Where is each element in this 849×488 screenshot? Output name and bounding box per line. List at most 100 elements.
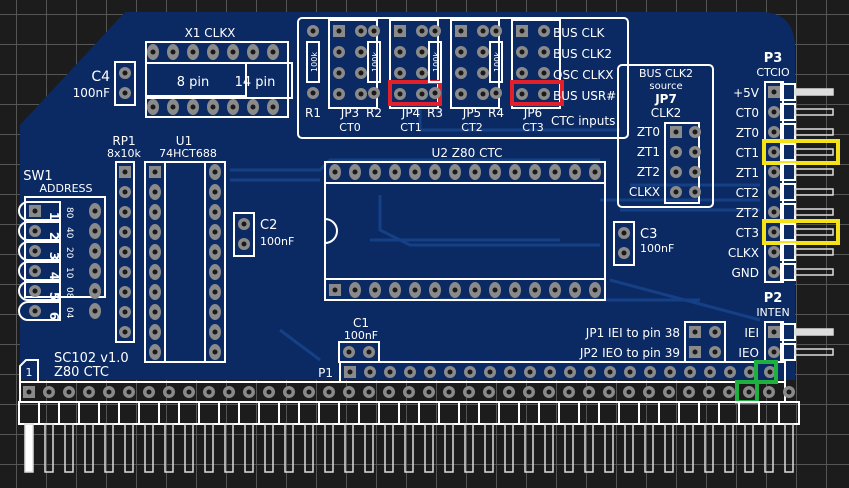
ctc-input-row-label: BUS CLK xyxy=(553,26,606,40)
p3-pin xyxy=(794,268,834,276)
resistor-value: 100k xyxy=(371,52,380,72)
p1-pad xyxy=(643,386,655,398)
pad-drill xyxy=(627,369,633,375)
pad xyxy=(343,346,355,358)
pad-drill xyxy=(46,389,52,395)
u1-pad xyxy=(149,264,161,280)
pad-drill xyxy=(727,369,733,375)
pad-drill xyxy=(152,189,158,195)
p3-pad xyxy=(768,226,780,238)
pad-drill xyxy=(419,49,425,55)
x1-pad xyxy=(227,99,239,115)
p3-highlight-CT1 xyxy=(762,139,840,165)
pin1-marker: 1 xyxy=(26,366,33,379)
pad-drill xyxy=(673,149,679,155)
p1-pad xyxy=(583,386,595,398)
pad-drill xyxy=(766,389,772,395)
edge-pin xyxy=(464,423,474,473)
edge-pin-shroud xyxy=(118,401,140,425)
sw1-switch-body xyxy=(18,281,61,301)
jumper-pad xyxy=(538,88,550,100)
p1-pad xyxy=(503,386,515,398)
jumper-pad xyxy=(394,46,406,58)
u1-pad xyxy=(209,264,221,280)
edge-pin xyxy=(204,423,214,473)
pad-drill xyxy=(92,308,98,314)
pad-drill xyxy=(592,287,598,293)
sw1-switch-number: 6 xyxy=(47,312,61,320)
pad-drill xyxy=(487,369,493,375)
p3-pad xyxy=(768,106,780,118)
sw1-switch-body xyxy=(18,221,61,241)
pad-drill xyxy=(26,389,32,395)
pad-drill xyxy=(519,49,525,55)
p3-value: CTCIO xyxy=(756,66,790,79)
jp7-row-label: ZT1 xyxy=(637,145,660,159)
pad-drill xyxy=(212,349,218,355)
rp1-pad xyxy=(119,186,131,198)
pad-drill xyxy=(606,389,612,395)
p1-pad xyxy=(404,366,416,378)
pad-drill xyxy=(592,169,598,175)
u1-pad xyxy=(209,304,221,320)
p3-pin-label: CLKX xyxy=(728,246,759,260)
p1-pad xyxy=(103,386,115,398)
p1-pad xyxy=(564,366,576,378)
u2-pad xyxy=(449,164,461,180)
pad-drill xyxy=(771,149,777,155)
edge-pin xyxy=(524,423,534,473)
u1-pad xyxy=(209,244,221,260)
p1-pad xyxy=(323,386,335,398)
edge-pin-shroud xyxy=(638,401,660,425)
pad-drill xyxy=(412,287,418,293)
p1-pad xyxy=(263,386,275,398)
pad-drill xyxy=(492,169,498,175)
pad-drill xyxy=(746,389,752,395)
rp1-pad xyxy=(119,266,131,278)
p1-pad xyxy=(63,386,75,398)
pad-drill xyxy=(212,249,218,255)
p1-pad xyxy=(584,366,596,378)
edge-pin-shroud xyxy=(78,401,100,425)
pad-drill xyxy=(190,49,196,55)
p1-pad xyxy=(243,386,255,398)
p1-pad xyxy=(423,386,435,398)
pad-drill xyxy=(541,70,547,76)
edge-pin-shroud xyxy=(478,401,500,425)
edge-pin-shroud xyxy=(718,401,740,425)
pad-drill xyxy=(346,349,352,355)
pad-drill xyxy=(771,269,777,275)
jp7-ref: JP7 xyxy=(654,92,677,106)
pad-drill xyxy=(372,169,378,175)
edge-pin xyxy=(384,423,394,473)
u1-pad xyxy=(149,204,161,220)
rp1-outline xyxy=(115,161,135,343)
pad-drill xyxy=(397,28,403,34)
pad-drill xyxy=(692,149,698,155)
sw1-pad xyxy=(89,203,101,219)
pad-drill xyxy=(419,28,425,34)
edge-pin xyxy=(644,423,654,473)
x1-8pin-label: 8 pin xyxy=(177,75,210,90)
jumper-outline xyxy=(450,19,500,109)
pad-drill xyxy=(512,169,518,175)
edge-pin-shroud xyxy=(198,401,220,425)
jp7-pad xyxy=(670,126,682,138)
pad xyxy=(618,227,630,239)
pad-drill xyxy=(567,369,573,375)
pad-drill xyxy=(771,169,777,175)
jp7-pad xyxy=(670,166,682,178)
edge-pin xyxy=(424,423,434,473)
edge-pin xyxy=(164,423,174,473)
pad-drill xyxy=(226,389,232,395)
pad-drill xyxy=(336,28,342,34)
pad xyxy=(490,25,502,37)
pad-drill xyxy=(152,289,158,295)
pad-drill xyxy=(587,369,593,375)
x1-pad xyxy=(267,44,279,60)
pad-drill xyxy=(32,248,38,254)
u2-pad xyxy=(429,282,441,298)
u2-body xyxy=(324,182,606,280)
p1-pad xyxy=(783,386,795,398)
